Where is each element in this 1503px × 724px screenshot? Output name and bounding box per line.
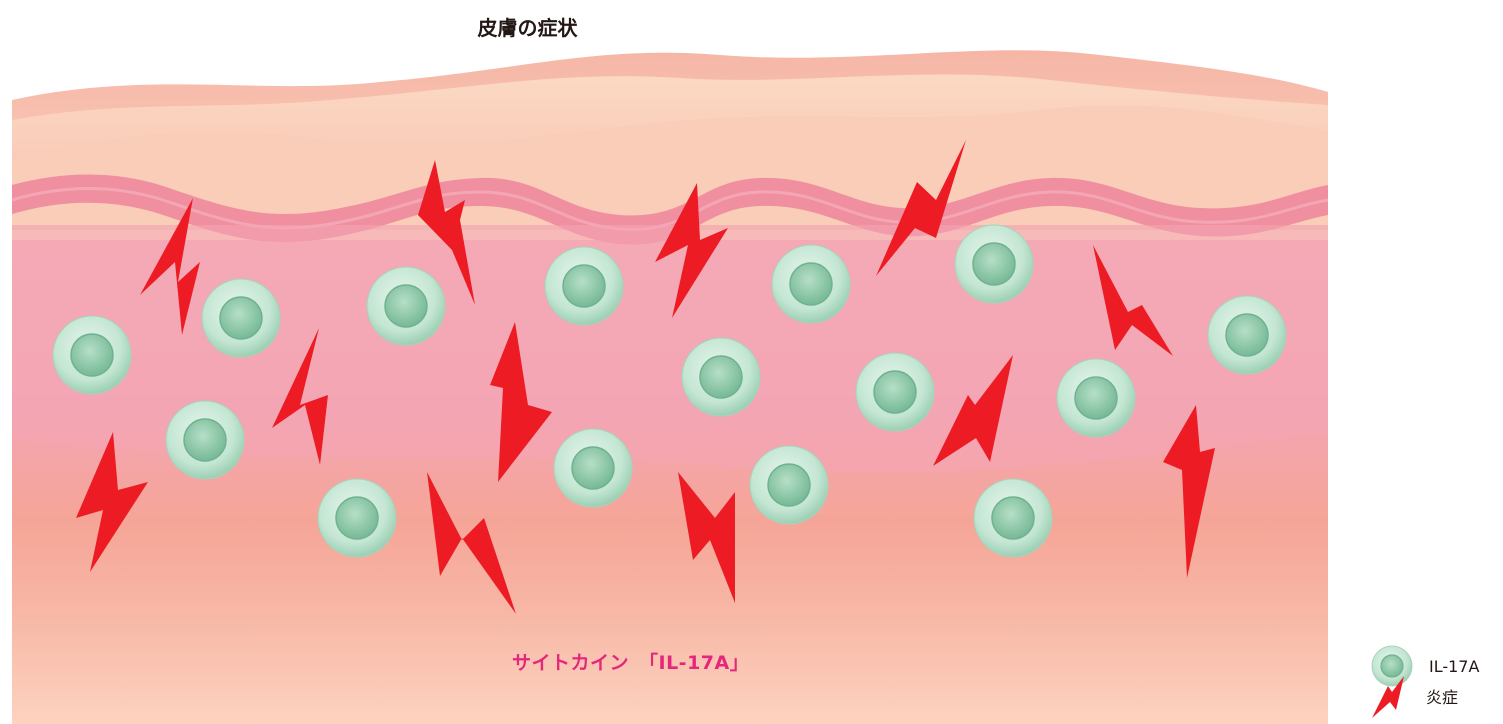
- il17a-cell: [855, 352, 935, 432]
- lightning-bolt-icon: [876, 140, 966, 276]
- lightning-bolt-icon: [272, 328, 328, 465]
- cytokine-caption: サイトカイン 「IL-17A」: [512, 652, 750, 674]
- lightning-bolt-icon: [678, 472, 735, 603]
- legend-label-il17a: IL-17A: [1429, 656, 1480, 676]
- page-title: 皮膚の症状: [477, 16, 578, 40]
- lightning-bolt-icon: [140, 198, 200, 335]
- il17a-cell: [973, 478, 1053, 558]
- lightning-bolt-icon: [1372, 676, 1404, 718]
- lightning-bolt-icon: [76, 432, 148, 572]
- lightning-bolt-icon: [427, 472, 516, 614]
- il17a-cell: [366, 266, 446, 346]
- lightning-bolt-icon: [418, 160, 475, 305]
- il17a-cell: [954, 224, 1034, 304]
- il17a-cell: [201, 278, 281, 358]
- il17a-cell: [553, 428, 633, 508]
- lightning-bolt-icon: [933, 355, 1013, 466]
- il17a-cell: [771, 244, 851, 324]
- lightning-bolt-icon: [655, 183, 728, 318]
- lightning-bolt-icon: [490, 322, 552, 482]
- lightning-bolt-icon: [1093, 245, 1173, 356]
- il17a-cell: [749, 445, 829, 525]
- il17a-cell: [544, 246, 624, 326]
- il17a-cell: [1207, 295, 1287, 375]
- il17a-cell: [317, 478, 397, 558]
- il17a-cell: [165, 400, 245, 480]
- il17a-cell: [681, 337, 761, 417]
- inflammation-bolts: [76, 140, 1215, 614]
- legend-item-inflammation: 炎症: [1370, 672, 1458, 720]
- legend-label-inflammation: 炎症: [1426, 688, 1459, 707]
- cell-icon: [1371, 645, 1413, 687]
- il17a-cell: [52, 315, 132, 395]
- legend-item-il17a: IL-17A: [1370, 644, 1479, 688]
- lightning-bolt-icon: [1163, 405, 1215, 578]
- il17a-cell: [1056, 358, 1136, 438]
